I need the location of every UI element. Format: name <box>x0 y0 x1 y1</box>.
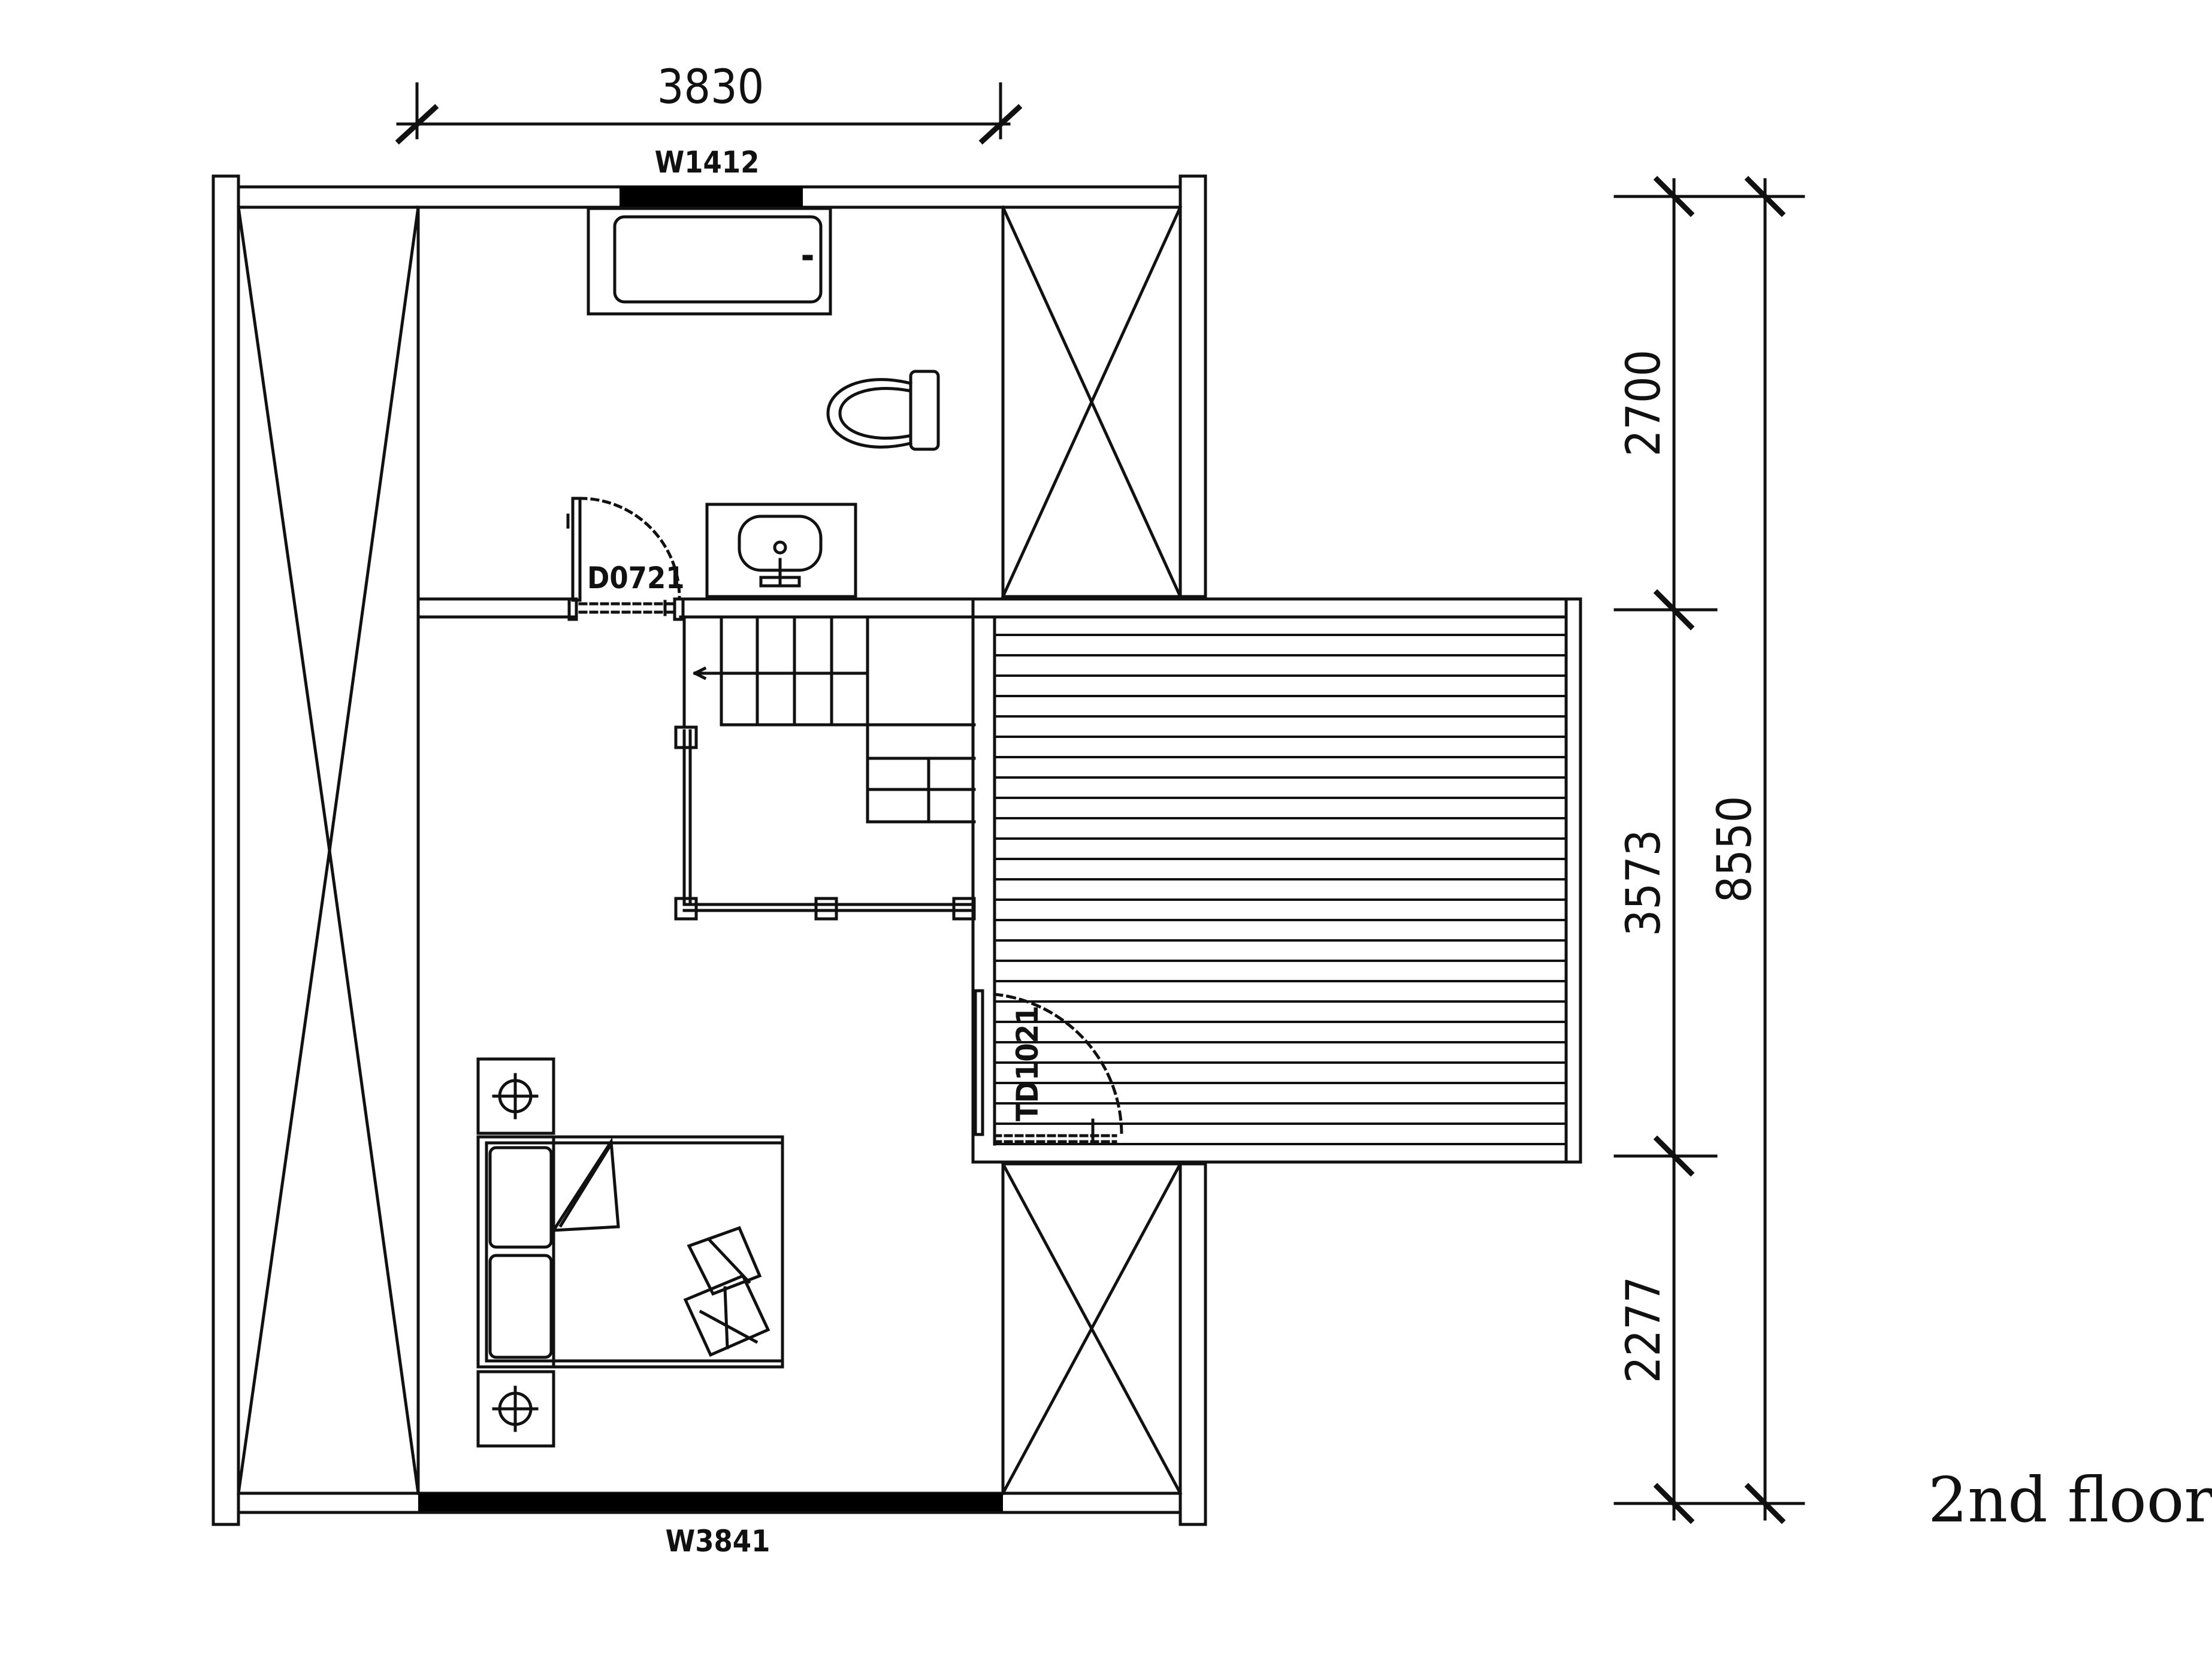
exterior-walls <box>211 174 1207 1526</box>
right-upper-void <box>1001 205 1183 599</box>
stair-railing <box>674 725 976 921</box>
bathroom-wall <box>416 597 1005 621</box>
pillow-icon <box>687 1226 762 1296</box>
nightstand-bottom <box>476 1370 555 1448</box>
left-void <box>237 205 420 1495</box>
window-bottom <box>418 1493 1003 1511</box>
lamp-icon <box>492 1385 539 1432</box>
lamp-icon <box>492 1073 539 1120</box>
bathroom-door <box>566 497 681 616</box>
label-door-terrace: TD1021 <box>1010 1006 1045 1121</box>
plan-title: 2nd floor <box>1928 1463 2212 1536</box>
window-top <box>620 186 803 207</box>
bathtub-icon <box>587 207 832 316</box>
dim-right-total: 8550 <box>1708 796 1762 903</box>
right-lower-void <box>1001 1161 1183 1496</box>
dim-right-middle: 3573 <box>1617 830 1671 937</box>
dim-top-width: 3830 <box>657 60 764 114</box>
label-window-bottom: W3841 <box>666 1524 770 1559</box>
bed-icon <box>476 1135 784 1369</box>
dim-right-bottom: 2277 <box>1617 1276 1671 1384</box>
pillow-icon <box>683 1273 770 1357</box>
toilet-icon <box>826 370 940 451</box>
right-dimensions <box>1613 176 1805 1524</box>
dim-right-top: 2700 <box>1617 350 1671 457</box>
label-window-top: W1412 <box>655 145 760 180</box>
nightstand-top <box>476 1057 555 1135</box>
staircase <box>682 618 976 824</box>
top-dimension <box>395 82 1023 145</box>
sink-icon <box>705 503 857 598</box>
terrace-door <box>974 989 1123 1143</box>
terrace-hatching <box>995 634 1566 1145</box>
label-door-bathroom: D0721 <box>587 561 685 595</box>
